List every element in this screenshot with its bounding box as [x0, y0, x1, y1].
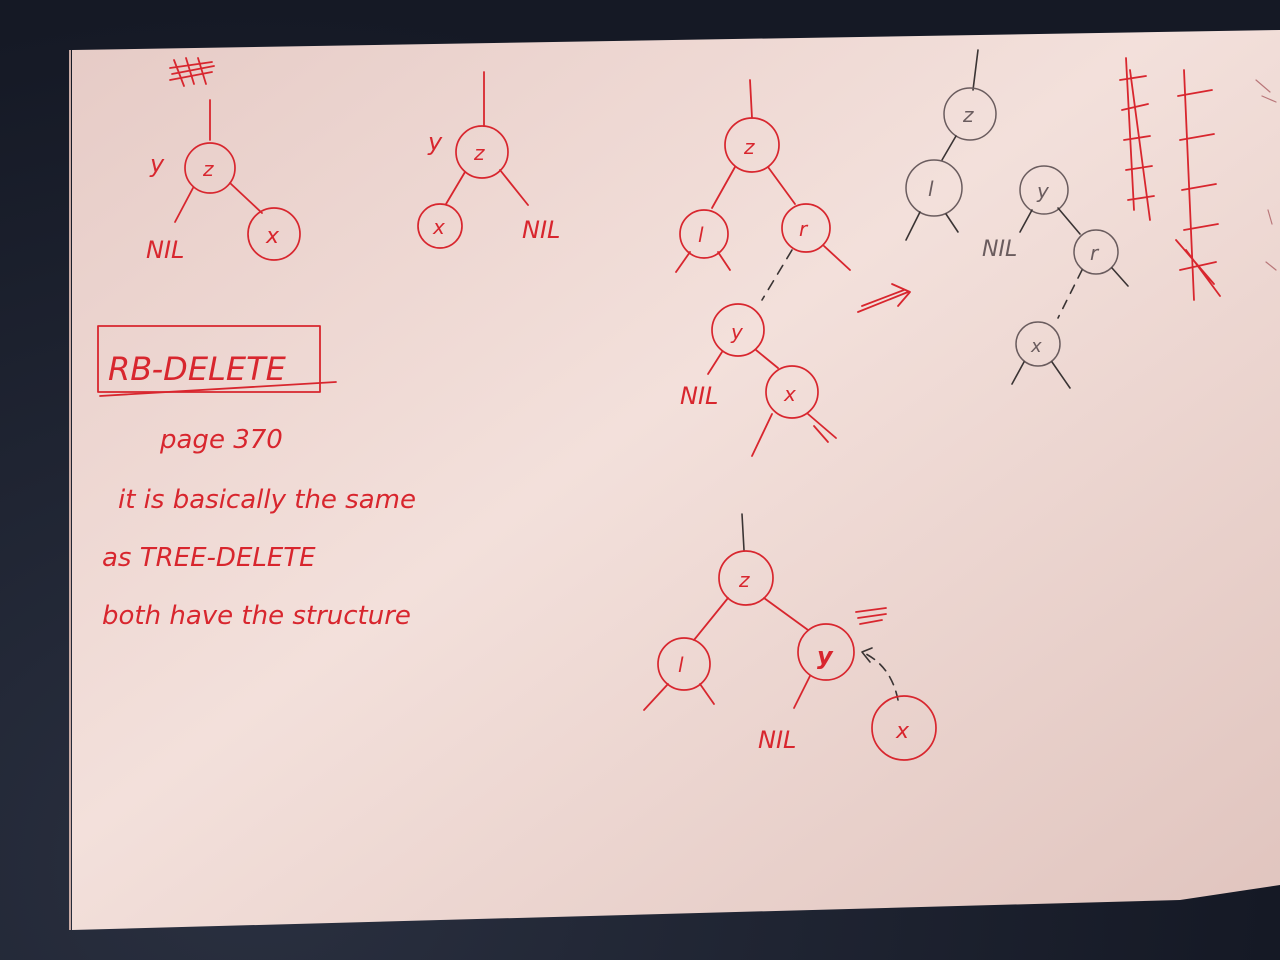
node-x — [871, 695, 937, 761]
nil-label: NIL — [146, 236, 184, 264]
node-z — [943, 87, 997, 141]
scribble-mark — [169, 57, 215, 87]
pointer-y-label: y — [149, 150, 165, 178]
node-z-label: z — [738, 568, 750, 592]
rb-delete-notes: RB-DELETE page 370 it is basically the s… — [97, 325, 416, 631]
tree-case-3: z l r y NIL x — [675, 79, 851, 457]
node-y-label: y — [730, 320, 744, 344]
node-l-label: l — [678, 653, 684, 677]
tree-case-5: z l y NIL x — [643, 513, 937, 761]
node-r-label: r — [1090, 241, 1100, 265]
node-z — [184, 142, 236, 194]
node-y-label: y — [1036, 179, 1050, 203]
node-x-label: x — [432, 215, 445, 239]
tree-case-2: z y x NIL — [417, 71, 560, 249]
paper-sheet — [72, 30, 1280, 930]
node-l — [905, 159, 963, 217]
note-line-2: as TREE-DELETE — [102, 543, 316, 573]
transform-arrow — [857, 283, 911, 313]
node-y-label: y — [817, 642, 834, 670]
node-y — [1019, 165, 1069, 215]
node-y — [711, 303, 765, 357]
node-x — [417, 203, 463, 249]
pointer-y-label: y — [427, 128, 443, 156]
node-x-label: x — [895, 719, 910, 744]
tree-case-4: z l y NIL r x — [905, 49, 1129, 389]
node-x-label: x — [1030, 336, 1042, 357]
node-r — [781, 203, 831, 253]
crossed-out-scribbles — [1119, 57, 1277, 301]
node-x-label: x — [783, 382, 796, 406]
nil-label: NIL — [522, 216, 560, 244]
node-z — [724, 117, 780, 173]
node-x — [1015, 321, 1061, 367]
node-l — [657, 637, 711, 691]
node-l — [679, 209, 729, 259]
node-l-label: l — [698, 223, 704, 247]
node-z — [718, 550, 774, 606]
node-x-label: x — [265, 224, 280, 249]
node-z-label: z — [202, 157, 214, 181]
node-x — [247, 207, 301, 261]
nil-label: NIL — [680, 382, 718, 410]
node-z-label: z — [962, 103, 974, 127]
box-title: RB-DELETE — [108, 350, 287, 388]
tree-case-1: z y NIL x — [146, 57, 301, 264]
page-ref: page 370 — [159, 425, 283, 455]
title-box — [97, 325, 321, 393]
node-z-label: z — [743, 135, 755, 159]
note-line-3: both have the structure — [102, 601, 411, 631]
node-r — [1073, 229, 1119, 275]
node-y — [797, 623, 855, 681]
node-z — [455, 125, 509, 179]
note-line-1: it is basically the same — [118, 485, 416, 515]
node-x — [765, 365, 819, 419]
nil-label: NIL — [982, 237, 1017, 262]
node-z-label: z — [473, 141, 485, 165]
node-l-label: l — [928, 177, 934, 201]
node-r-label: r — [799, 217, 809, 241]
scribble-mark — [855, 607, 887, 625]
nil-label: NIL — [758, 726, 796, 754]
